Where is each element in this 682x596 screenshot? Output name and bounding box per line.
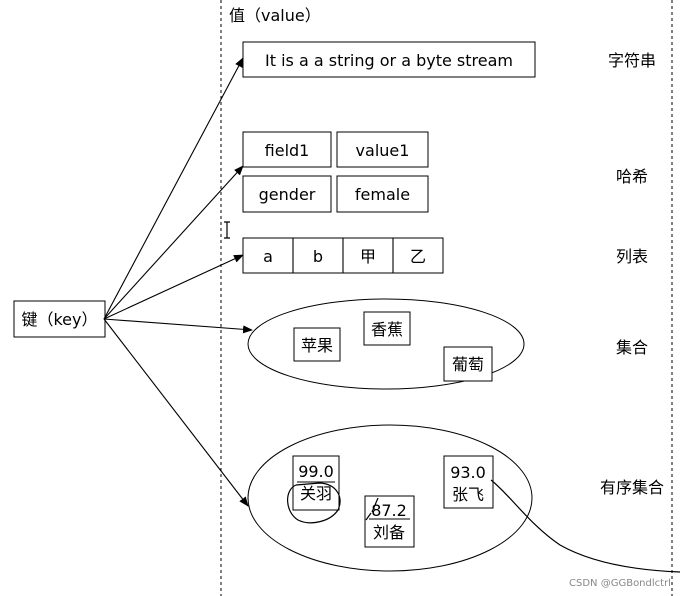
handwritten-curve-mark [490,479,681,573]
list-item: a [263,247,273,266]
arrow-to-sorted-set [103,318,249,507]
arrow-to-hash [103,165,244,320]
arrow-to-string [103,57,244,320]
set-value-node: 苹果 香蕉 葡萄 [247,298,525,390]
hash-value-node: field1 value1 gender female [242,131,429,213]
watermark: CSDN @GGBondlctrl [569,578,671,589]
set-member-box [363,311,411,346]
hash-field-text: field1 [265,141,310,160]
zset-score: 99.0 [298,462,334,481]
hash-value-cell [336,175,429,213]
sorted-set-type-label: 有序集合 [600,478,664,497]
hash-value-text: female [355,185,410,204]
zset-name: 关羽 [300,484,332,503]
hash-value-cell [336,131,429,168]
hash-field-cell [242,175,332,213]
set-member-text: 葡萄 [452,355,484,374]
zset-name: 刘备 [373,523,405,542]
list-item: 甲 [360,247,376,266]
list-value-node: a b 甲 乙 [242,237,444,274]
zset-score: 87.2 [371,501,407,520]
zset-name: 张飞 [452,485,484,504]
list-item: b [313,247,323,266]
hash-value-text: value1 [356,141,410,160]
zset-member-box [364,495,415,548]
hash-type-label: 哈希 [616,167,648,186]
string-value-node: It is a a string or a byte stream [242,41,536,78]
key-label: 键（key） [21,310,97,329]
key-node: 键（key） [13,300,106,338]
set-type-label: 集合 [616,338,648,357]
handwritten-circle-mark [287,482,341,524]
sorted-set-value-node: 99.0 关羽 87.2 刘备 93.0 张飞 [247,424,681,573]
set-member-box [443,346,493,382]
set-member-box [293,327,341,362]
handwritten-slash-mark [365,497,379,521]
list-item: 乙 [410,247,426,266]
hash-field-cell [242,131,332,168]
set-member-text: 香蕉 [371,320,403,339]
zset-score: 93.0 [450,463,486,482]
arrow-to-set [103,318,253,334]
string-type-label: 字符串 [608,51,656,70]
value-header: 值（value） [229,6,321,25]
hash-field-text: gender [259,185,316,204]
list-type-label: 列表 [616,247,648,266]
arrow-to-list [103,254,244,320]
set-member-text: 苹果 [301,336,333,355]
text-cursor-icon [224,221,230,239]
string-value-text: It is a a string or a byte stream [265,51,513,70]
